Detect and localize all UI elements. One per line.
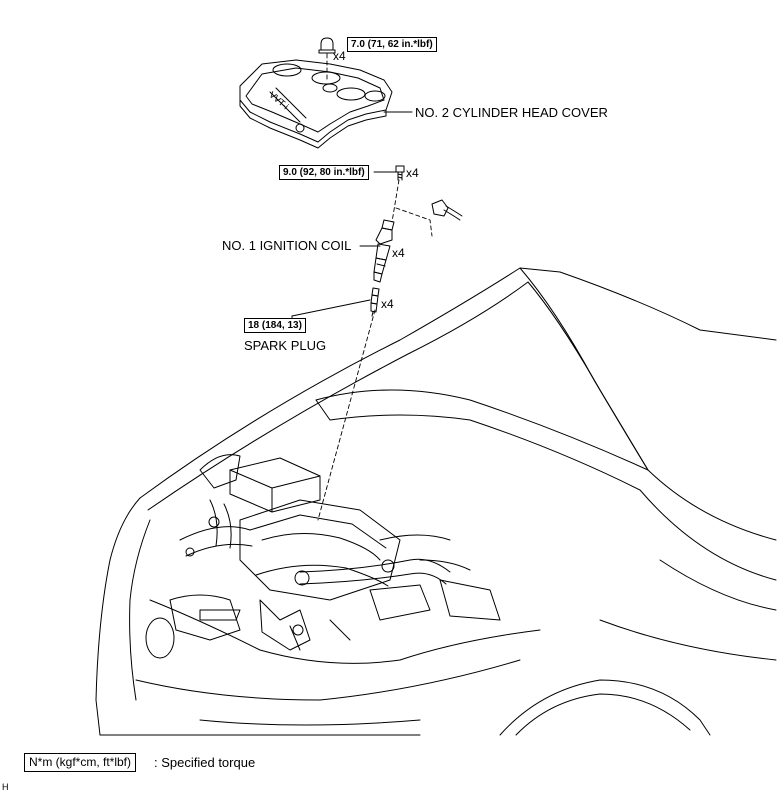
spark-plug-icon bbox=[370, 287, 380, 317]
head-cover-nut-quantity: x4 bbox=[333, 49, 346, 63]
spark-plug-quantity: x4 bbox=[381, 297, 394, 311]
installation-guide-lines bbox=[317, 53, 433, 521]
spark-plug-label: SPARK PLUG bbox=[244, 338, 327, 353]
leader-lines bbox=[291, 111, 413, 321]
coil-connector-icon bbox=[431, 199, 463, 221]
ignition-coil-icon bbox=[373, 219, 395, 283]
ignition-coil-bolt-icon bbox=[395, 165, 405, 181]
head-cover-nut-icon bbox=[318, 37, 336, 54]
ignition-coil-bolt-quantity: x4 bbox=[406, 166, 419, 180]
ignition-coil-label: NO. 1 IGNITION COIL bbox=[222, 238, 352, 253]
ignition-coil-bolt-torque-label: 9.0 (92, 80 in.*lbf) bbox=[279, 165, 369, 180]
spark-plug-torque-label: 18 (184, 13) bbox=[244, 318, 306, 333]
legend-description: : Specified torque bbox=[154, 755, 256, 770]
head-cover-nut-torque-label: 7.0 (71, 62 in.*lbf) bbox=[347, 37, 437, 52]
cylinder-head-cover-icon bbox=[239, 59, 393, 149]
legend-torque-symbol: N*m (kgf*cm, ft*lbf) bbox=[24, 753, 137, 772]
corner-code: H bbox=[2, 782, 9, 792]
head-cover-label: NO. 2 CYLINDER HEAD COVER bbox=[415, 105, 608, 120]
vehicle-engine-bay-illustration bbox=[95, 267, 777, 736]
ignition-coil-quantity: x4 bbox=[392, 246, 405, 260]
